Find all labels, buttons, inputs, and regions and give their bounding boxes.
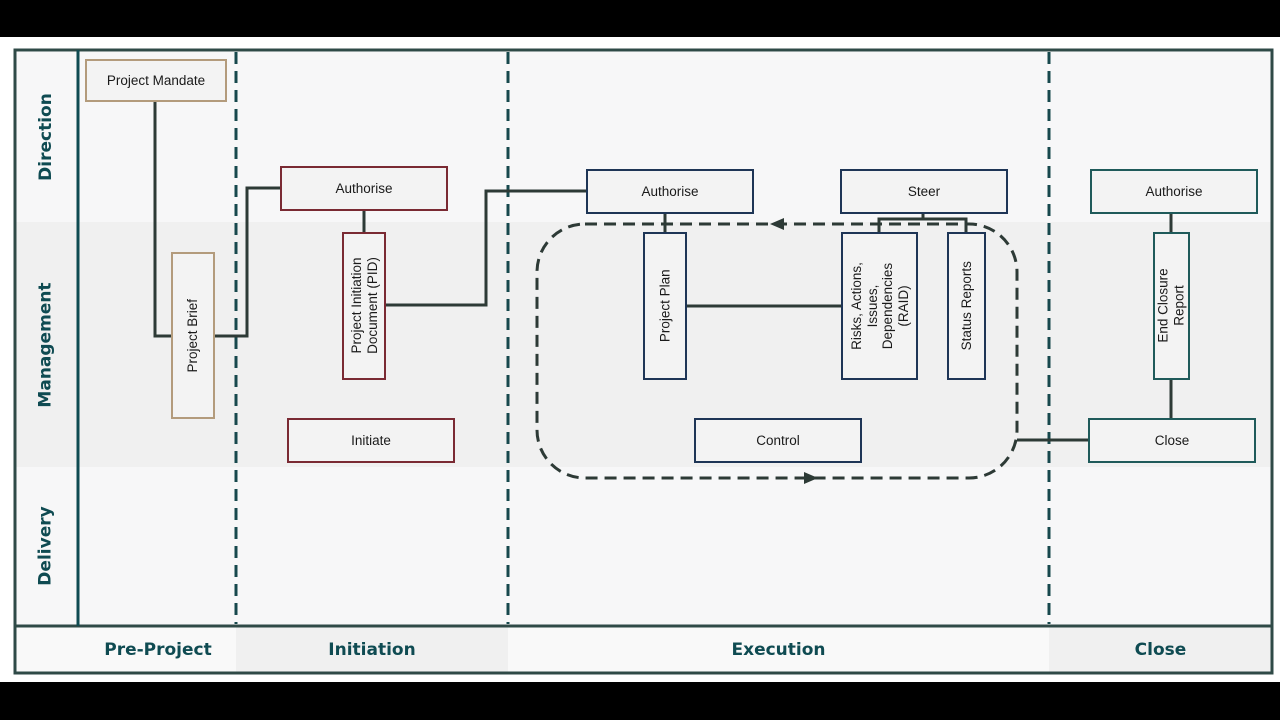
control-loop-arrow-top — [770, 218, 784, 230]
initiation-phase-shade — [236, 627, 508, 673]
close-phase-shade — [1049, 627, 1272, 673]
node-end-closure-report[interactable]: End Closure Report — [1153, 232, 1190, 380]
node-project-plan[interactable]: Project Plan — [643, 232, 687, 380]
phase-label-close: Close — [1134, 640, 1187, 660]
lane-delivery-text: Delivery — [36, 506, 56, 586]
node-project-plan-label: Project Plan — [657, 269, 673, 343]
node-status-reports-label: Status Reports — [958, 261, 974, 351]
node-project-brief[interactable]: Project Brief — [171, 252, 215, 419]
node-steer[interactable]: Steer — [840, 169, 1008, 214]
control-loop-arrow-bottom — [804, 472, 818, 484]
outer-frame — [13, 48, 1274, 675]
node-authorise-close[interactable]: Authorise — [1090, 169, 1258, 214]
connector-mandate-brief — [153, 102, 171, 338]
lane-label-direction: Direction — [18, 52, 74, 222]
connector-brief-authorise — [215, 186, 280, 338]
node-project-mandate[interactable]: Project Mandate — [85, 59, 227, 102]
phase-label-pre-project: Pre-Project — [104, 640, 212, 660]
node-project-brief-label: Project Brief — [185, 298, 201, 373]
node-close[interactable]: Close — [1088, 418, 1256, 463]
delivery-lane-band — [15, 467, 1272, 625]
lane-label-management: Management — [18, 222, 74, 467]
phase-label-initiation: Initiation — [328, 640, 416, 660]
connectors — [153, 102, 1173, 442]
connector-pid-authorise — [386, 189, 586, 307]
node-pid[interactable]: Project Initiation Document (PID) — [342, 232, 386, 380]
node-status-reports[interactable]: Status Reports — [947, 232, 986, 380]
node-authorise-execution[interactable]: Authorise — [586, 169, 754, 214]
lane-label-delivery: Delivery — [18, 467, 74, 625]
node-end-closure-report-label: End Closure Report — [1155, 268, 1187, 344]
node-authorise-initiation[interactable]: Authorise — [280, 166, 448, 211]
node-raid[interactable]: Risks, Actions, Issues, Dependencies (RA… — [841, 232, 918, 380]
node-pid-label: Project Initiation Document (PID) — [348, 257, 379, 355]
lane-management-text: Management — [36, 281, 57, 408]
phase-label-execution: Execution — [731, 640, 826, 660]
node-control[interactable]: Control — [694, 418, 862, 463]
lane-direction-text: Direction — [36, 93, 57, 181]
node-raid-label: Risks, Actions, Issues, Dependencies (RA… — [848, 262, 911, 350]
node-initiate[interactable]: Initiate — [287, 418, 455, 463]
